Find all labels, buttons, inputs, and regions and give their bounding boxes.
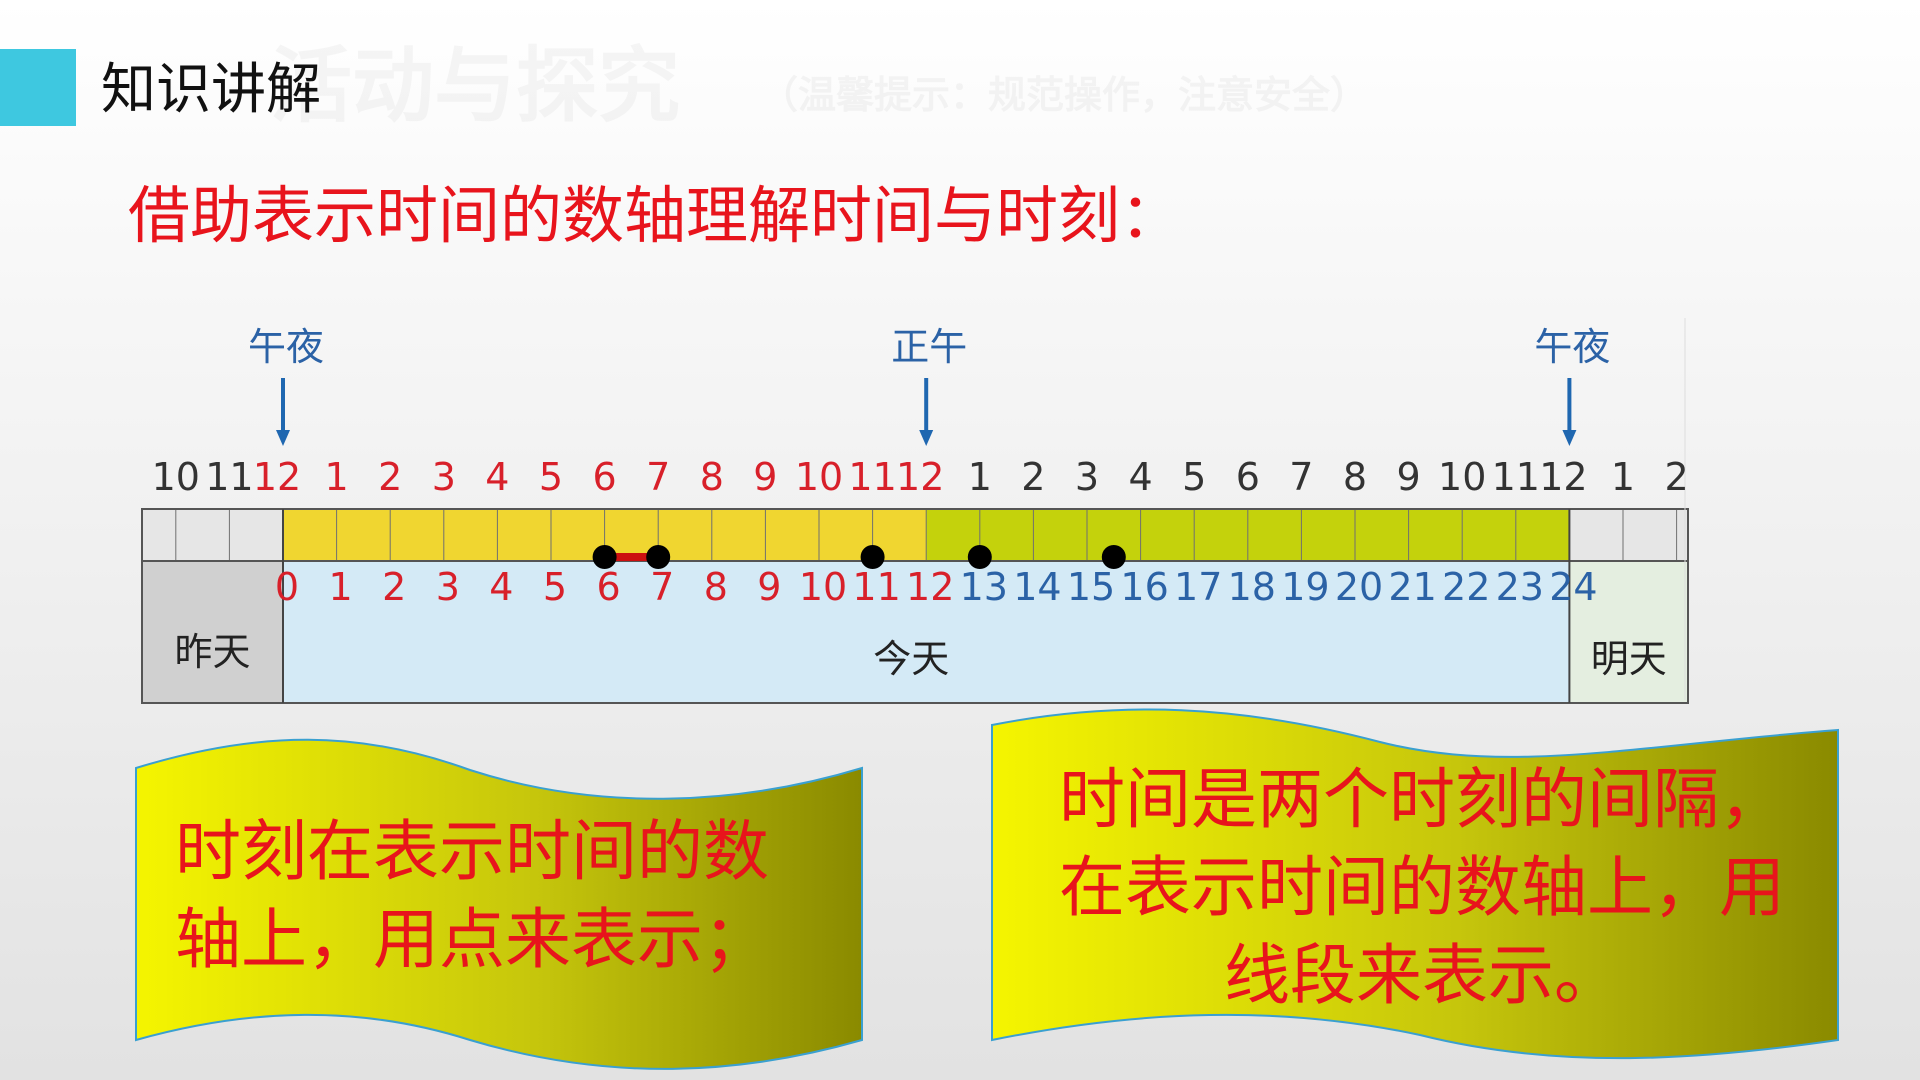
clock-tick-label: 4 [485,455,509,499]
clock-tick-label: 8 [1343,455,1367,499]
section-subtitle: 借助表示时间的数轴理解时间与时刻： [128,179,1183,252]
clock-tick-label: 8 [700,455,724,499]
clock-tick-label: 3 [1075,455,1099,499]
down-arrow-icon [276,430,290,446]
clock-tick-label: 12 [1539,455,1587,499]
clock-tick-label: 10 [1438,455,1486,499]
clock-tick-label: 1 [1611,455,1635,499]
clock-tick-label: 12 [896,455,944,499]
note-duration-line: 时间是两个时刻的间隔， [1059,761,1785,838]
hour-tick-label: 10 [799,565,847,609]
note-duration-line: 在表示时间的数轴上，用 [1059,849,1785,926]
clock-tick-label: 1 [325,455,349,499]
time-moment-point [967,545,992,569]
clock-tick-label: 1 [968,455,992,499]
hour-tick-label: 15 [1067,565,1115,609]
hour-tick-label: 20 [1335,565,1383,609]
hour-tick-label: 16 [1120,565,1168,609]
hour-tick-label: 13 [960,565,1008,609]
down-arrow-icon [919,430,934,446]
day-label-yesterday: 昨天 [174,630,250,674]
ruler-fill-before [142,509,283,561]
note-banner-left [135,738,863,1070]
hour-tick-label: 24 [1549,565,1597,609]
time-marker-label: 正午 [891,325,967,369]
hour-tick-label: 21 [1388,565,1436,609]
ghost-subtitle: （温馨提示：规范操作，注意安全） [760,73,1369,117]
clock-tick-label: 11 [1492,455,1540,499]
hour-tick-label: 18 [1228,565,1276,609]
yesterday-panel [142,561,283,703]
page-title: 知识讲解 [101,57,322,121]
hour-tick-label: 11 [852,565,900,609]
time-moment-point [1101,545,1126,569]
hour-tick-label: 1 [329,565,353,609]
clock-tick-label: 4 [1129,455,1153,499]
clock-tick-label: 10 [152,455,200,499]
clock-tick-label: 11 [848,455,896,499]
clock-tick-label: 7 [646,455,670,499]
note-duration: 时间是两个时刻的间隔， 在表示时间的数轴上，用 线段来表示。 [1012,756,1832,1020]
clock-tick-label: 2 [1021,455,1045,499]
time-moment-point [592,545,617,569]
clock-tick-label: 7 [1289,455,1313,499]
time-moment-point [646,545,671,569]
hour-tick-label: 4 [489,565,513,609]
clock-tick-label: 11 [205,455,253,499]
diagram-border [141,508,1689,704]
clock-tick-label: 12 [253,455,301,499]
hour-tick-label: 3 [436,565,460,609]
ruler-fill-after [1569,509,1688,561]
time-moment-point [860,545,885,569]
tomorrow-panel [1569,561,1688,703]
clock-tick-label: 5 [539,455,563,499]
clock-tick-label: 9 [753,455,777,499]
clock-tick-label: 10 [795,455,843,499]
day-label-tomorrow: 明天 [1591,637,1667,681]
today-panel [283,561,1570,703]
down-arrow-icon [1562,430,1577,446]
hour-tick-label: 23 [1496,565,1544,609]
time-marker-label: 午夜 [248,325,324,369]
clock-tick-label: 6 [1236,455,1260,499]
clock-tick-label: 3 [432,455,456,499]
header-accent-block [0,49,76,126]
note-moment-line: 轴上，用点来表示； [175,901,769,978]
hour-tick-label: 2 [382,565,406,609]
hour-tick-label: 22 [1442,565,1490,609]
note-moment-line: 时刻在表示时间的数 [175,813,769,890]
hour-tick-label: 14 [1013,565,1061,609]
note-duration-line: 线段来表示。 [1224,937,1620,1014]
note-banner-right [991,708,1839,1060]
clock-tick-label: 2 [1665,455,1689,499]
hour-tick-label: 6 [597,565,621,609]
ghost-title: 活动与探究 [270,39,681,134]
day-label-today: 今天 [873,637,949,681]
hour-tick-label: 8 [704,565,728,609]
hour-tick-label: 9 [757,565,781,609]
clock-tick-label: 2 [378,455,402,499]
clock-tick-label: 9 [1397,455,1421,499]
time-marker-label: 午夜 [1534,325,1610,369]
hour-tick-label: 19 [1281,565,1329,609]
clock-tick-label: 5 [1182,455,1206,499]
hour-tick-label: 17 [1174,565,1222,609]
note-moment: 时刻在表示时间的数 轴上，用点来表示； [175,808,835,984]
clock-tick-label: 6 [593,455,617,499]
hour-tick-label: 0 [275,565,299,609]
hour-tick-label: 5 [543,565,567,609]
hour-tick-label: 7 [650,565,674,609]
hour-tick-label: 12 [906,565,954,609]
